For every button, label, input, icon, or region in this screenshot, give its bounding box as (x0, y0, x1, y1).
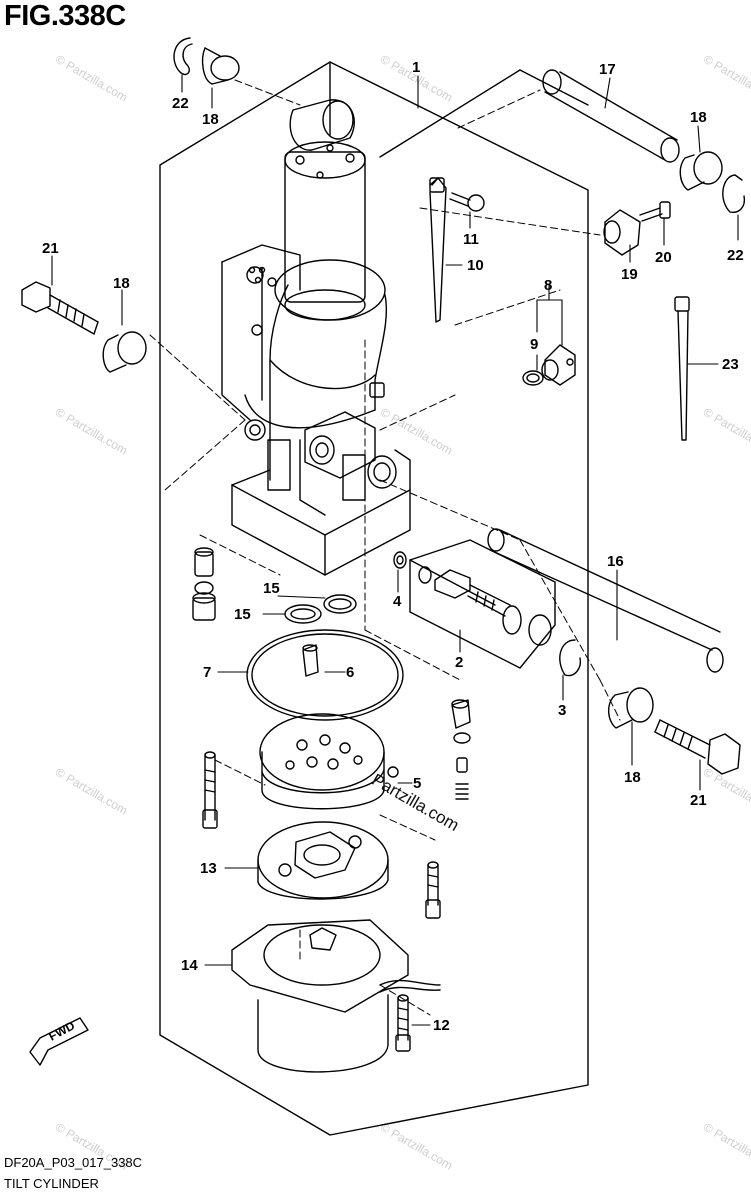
callout-21: 21 (42, 240, 59, 257)
callout-3: 3 (558, 702, 567, 719)
valve-2-box (409, 539, 556, 669)
o-ring-4 (393, 551, 407, 569)
figure-title: FIG.338C (4, 0, 126, 32)
plug-8 (541, 344, 576, 386)
circlip-22-right (722, 174, 746, 213)
callout-18: 18 (690, 109, 707, 126)
callout-11: 11 (463, 231, 479, 248)
o-ring-7 (246, 629, 404, 721)
valve-small-parts (387, 699, 471, 800)
bolt-21-right (654, 719, 741, 775)
bushing-18-left (102, 331, 147, 373)
callout-23: 23 (722, 356, 739, 373)
bolt-12 (395, 994, 411, 1052)
bushing-18-top (201, 47, 240, 85)
pump-body (259, 713, 385, 810)
callout-18: 18 (624, 769, 641, 786)
fwd-arrow-icon (29, 1017, 89, 1066)
callout-18: 18 (113, 275, 130, 292)
callout-22: 22 (727, 247, 744, 264)
pin-16 (487, 528, 724, 673)
o-ring-15 (284, 594, 357, 624)
collar-19 (603, 209, 641, 256)
callout-18: 18 (202, 111, 219, 128)
screw-11 (449, 192, 485, 212)
callout-5: 5 (413, 775, 422, 792)
footer-code: DF20A_P03_017_338C (4, 1155, 143, 1170)
circlip-3 (559, 639, 582, 677)
strap-10 (429, 177, 447, 323)
bolt-pump-right (425, 861, 441, 919)
callout-4: 4 (393, 593, 402, 610)
callout-17: 17 (599, 61, 616, 78)
bushing-18-right (679, 151, 723, 191)
cylinder-rod (284, 99, 366, 321)
strap-23 (674, 296, 690, 441)
callout-9: 9 (530, 336, 539, 353)
footer-name: TILT CYLINDER (4, 1176, 99, 1191)
callout-1: 1 (412, 59, 421, 76)
callout-19: 19 (621, 266, 638, 283)
bushing-18-lower (608, 687, 654, 729)
circlip-22-left (173, 37, 193, 76)
callout-22: 22 (172, 95, 189, 112)
bolt-21-left (21, 281, 99, 335)
pin-17 (542, 69, 680, 163)
callout-12: 12 (433, 1017, 450, 1034)
callout-2: 2 (455, 654, 464, 671)
callout-13: 13 (200, 860, 217, 877)
callout-14: 14 (181, 957, 198, 974)
bolt-20 (639, 201, 671, 222)
pin-6 (302, 644, 319, 677)
bolt-pump-left (202, 751, 218, 829)
o-ring-9 (522, 370, 544, 386)
callout-15: 15 (263, 580, 280, 597)
callout-7: 7 (203, 664, 212, 681)
callout-21: 21 (690, 792, 707, 809)
callout-16: 16 (607, 553, 624, 570)
callout-10: 10 (467, 257, 484, 274)
callout-8: 8 (544, 277, 553, 294)
callout-20: 20 (655, 249, 672, 266)
callout-6: 6 (346, 664, 355, 681)
motor-14 (231, 919, 441, 1073)
reservoir-13 (257, 821, 389, 900)
cylinder-body (221, 244, 411, 576)
small-parts-left (192, 547, 216, 621)
callout-15: 15 (234, 606, 251, 623)
assembly-frame (159, 61, 589, 1136)
